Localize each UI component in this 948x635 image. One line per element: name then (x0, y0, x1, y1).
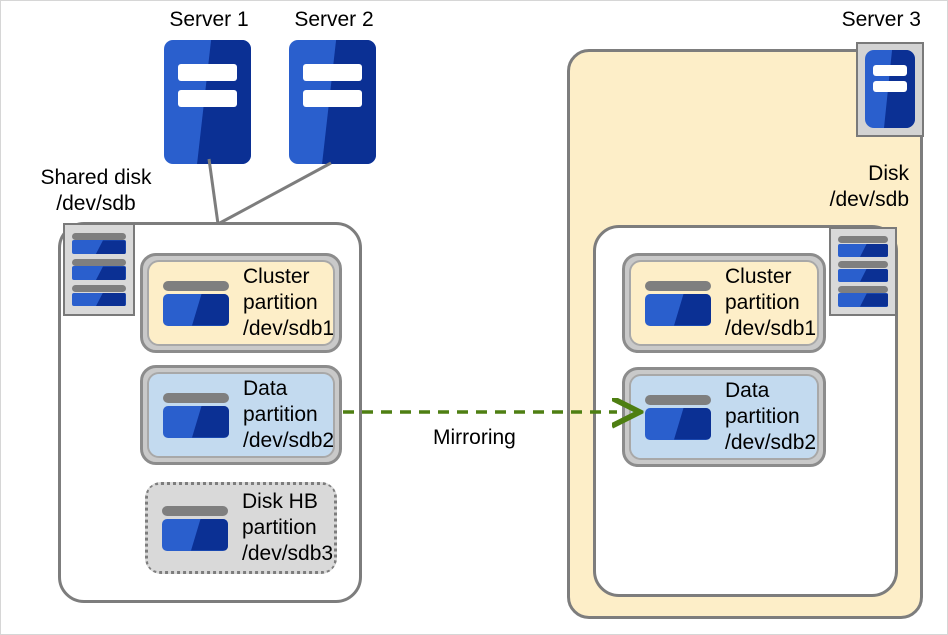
partition-disk-icon (645, 280, 711, 326)
partition-content: Cluster partition /dev/sdb1 (631, 262, 817, 344)
right-disk-label-line2: /dev/sdb (829, 188, 909, 211)
disk-platter-cap (838, 236, 888, 244)
disk-platter (838, 236, 888, 257)
left-cluster-partition-text: Cluster partition /dev/sdb1 (243, 265, 335, 340)
disk-platter-body (72, 292, 126, 307)
disk-platter (838, 261, 888, 282)
partition-inner-border (629, 260, 819, 346)
shared-disk-label-line2: /dev/sdb (56, 192, 136, 215)
disk-platter (72, 258, 126, 281)
server-icon-bar-1 (873, 64, 907, 76)
partition-content: Disk HB partition /dev/sdb3 (148, 485, 334, 571)
disk-platter (72, 284, 126, 307)
right-data-partition-text: Data partition /dev/sdb2 (725, 379, 817, 454)
right-data-partition[interactable]: Data partition /dev/sdb2 (622, 367, 826, 467)
mirroring-label: Mirroring (433, 426, 516, 449)
left-data-partition-text: Data partition /dev/sdb2 (243, 377, 335, 452)
disk-platter-body (72, 266, 126, 281)
server1-icon (164, 40, 251, 164)
partition-inner-border (147, 372, 335, 458)
disk-platter (838, 286, 888, 307)
partition-disk-icon (645, 394, 711, 440)
server-icon-bar-1 (177, 63, 238, 81)
partition-icon-body (162, 518, 228, 551)
disk-platter-cap (838, 286, 888, 294)
left-disk-hb-partition[interactable]: Disk HB partition /dev/sdb3 (145, 482, 337, 574)
partition-icon-cap (162, 505, 228, 516)
disk-platter-body (838, 243, 888, 257)
partition-icon-cap (163, 392, 229, 403)
server1-label: Server 1 (169, 8, 249, 31)
server3-label: Server 3 (841, 8, 921, 31)
right-disk-label-line1: Disk (868, 162, 909, 185)
left-cluster-partition[interactable]: Cluster partition /dev/sdb1 (140, 253, 342, 353)
partition-icon-cap (163, 280, 229, 291)
disk-platter (72, 232, 126, 255)
shared-disk-stack-icon (63, 223, 135, 316)
partition-content: Data partition /dev/sdb2 (149, 374, 335, 456)
right-cluster-partition[interactable]: Cluster partition /dev/sdb1 (622, 253, 826, 353)
left-data-partition[interactable]: Data partition /dev/sdb2 (140, 365, 342, 465)
disk-platter-body (838, 268, 888, 282)
left-disk-hb-partition-text: Disk HB partition /dev/sdb3 (242, 490, 334, 565)
server-icon-bar-2 (873, 81, 907, 93)
disk-platter-body (838, 293, 888, 307)
partition-content: Cluster partition /dev/sdb1 (149, 262, 335, 344)
server3-disk-stack-icon (829, 227, 897, 316)
partition-content: Data partition /dev/sdb2 (631, 376, 817, 458)
partition-icon-body (163, 293, 229, 326)
server2-icon (289, 40, 376, 164)
partition-icon-body (645, 293, 711, 326)
server3-icon (865, 50, 915, 128)
partition-icon-body (163, 405, 229, 438)
shared-disk-label-line1: Shared disk (40, 166, 152, 189)
right-cluster-partition-text: Cluster partition /dev/sdb1 (725, 265, 817, 340)
server2-label: Server 2 (294, 8, 374, 31)
server-icon-bar-2 (302, 89, 363, 107)
partition-icon-cap (645, 280, 711, 291)
disk-platter-body (72, 240, 126, 255)
disk-platter-cap (72, 284, 126, 293)
disk-platter-cap (838, 261, 888, 269)
partition-inner-border (147, 260, 335, 346)
server-icon-bar-2 (177, 89, 238, 107)
disk-platter-cap (72, 258, 126, 267)
partition-icon-cap (645, 394, 711, 405)
server-icon-bar-1 (302, 63, 363, 81)
partition-disk-icon (162, 505, 228, 551)
partition-disk-icon (163, 280, 229, 326)
disk-platter-cap (72, 232, 126, 240)
partition-icon-body (645, 407, 711, 440)
partition-disk-icon (163, 392, 229, 438)
